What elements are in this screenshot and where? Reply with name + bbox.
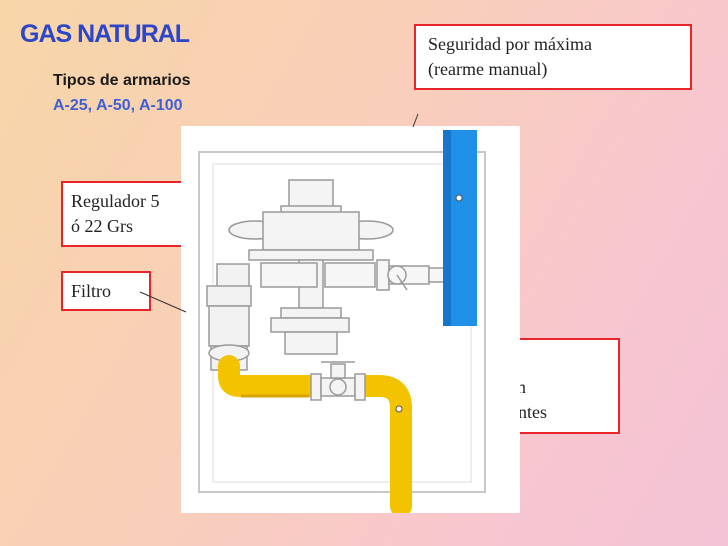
regulator-callout: Regulador 5 ó 22 Grs [61,181,201,247]
safety-valve [443,130,477,326]
filter [206,263,252,371]
regulator-callout-line-2: ó 22 Grs [71,216,133,236]
safety-callout: Seguridad por máxima (rearme manual) [414,24,692,90]
regulator [228,179,394,355]
safety-callout-line-1: Seguridad por máxima [428,34,592,54]
cabinet-types-label: Tipos de armarios [53,72,191,89]
filter-callout-label: Filtro [71,281,112,301]
filter-callout: Filtro [61,271,151,311]
cabinet-diagram [198,130,486,513]
inlet-valve [310,361,366,401]
outlet-pipe [260,259,446,291]
inlet-valve-marker [395,405,403,413]
page-title: GAS NATURAL [20,20,190,48]
regulator-callout-line-1: Regulador 5 [71,191,160,211]
cabinet-models: A-25, A-50, A-100 [53,97,183,114]
safety-callout-line-2: (rearme manual) [428,59,548,79]
cabinet-outline [198,151,486,493]
